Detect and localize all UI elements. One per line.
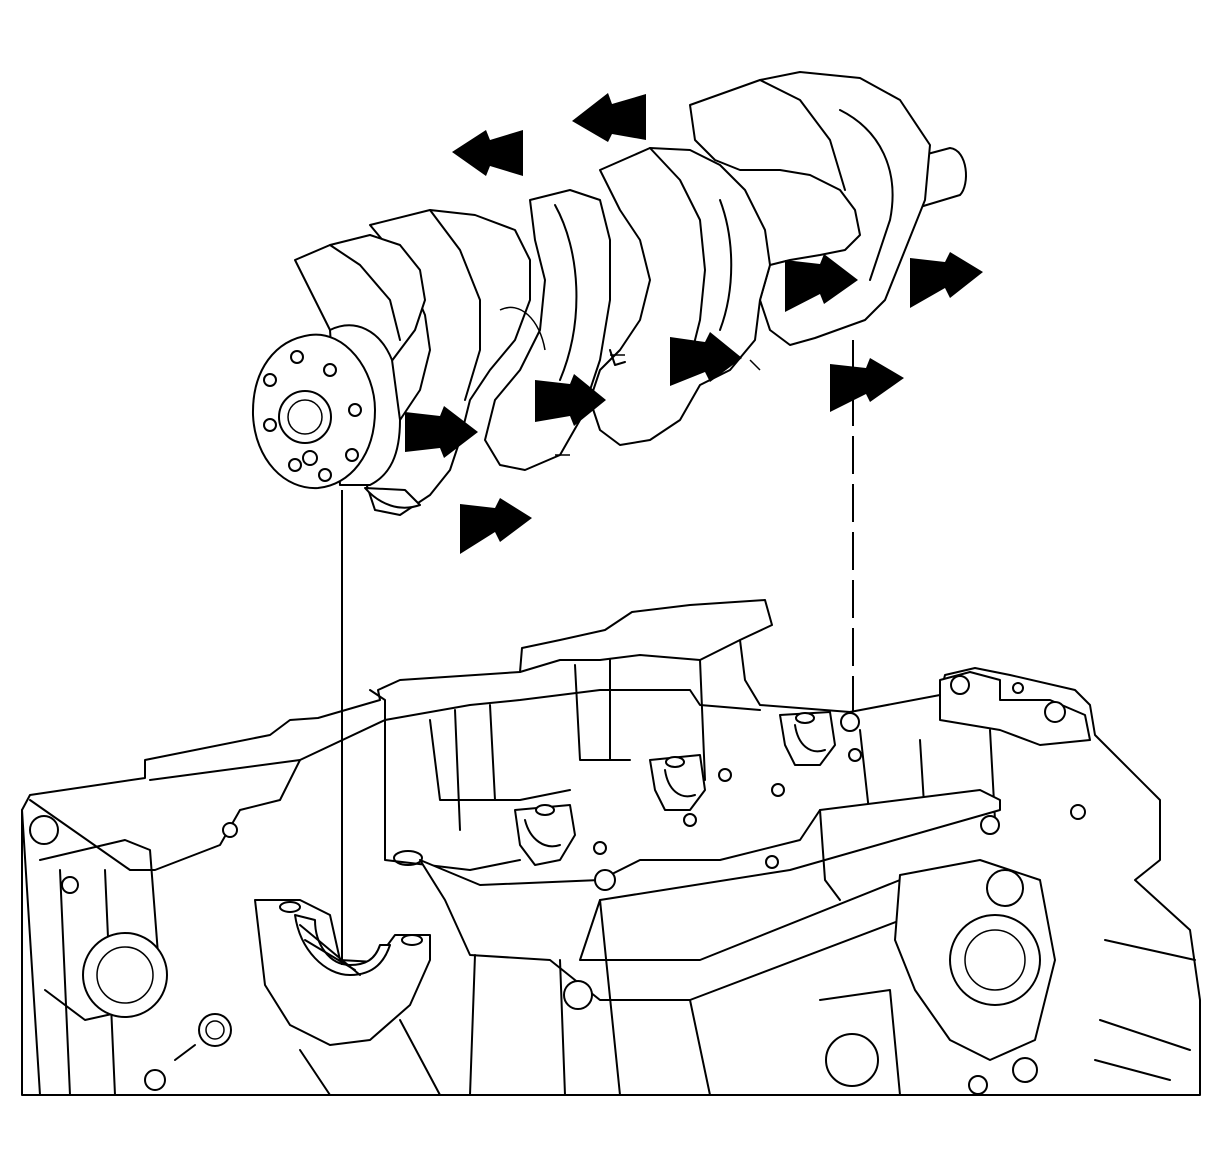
arrow-3 [405, 406, 478, 458]
arrow-7 [910, 252, 983, 308]
engine-block [21, 599, 1201, 1096]
arrow-9 [830, 358, 904, 412]
arrow-4 [535, 374, 606, 426]
crankshaft [251, 71, 967, 516]
arrow-2 [572, 93, 646, 142]
arrow-8 [460, 498, 532, 554]
arrow-5 [670, 332, 742, 386]
arrow-6 [785, 254, 858, 312]
arrow-1 [452, 130, 523, 176]
indicator-arrows [405, 93, 983, 554]
